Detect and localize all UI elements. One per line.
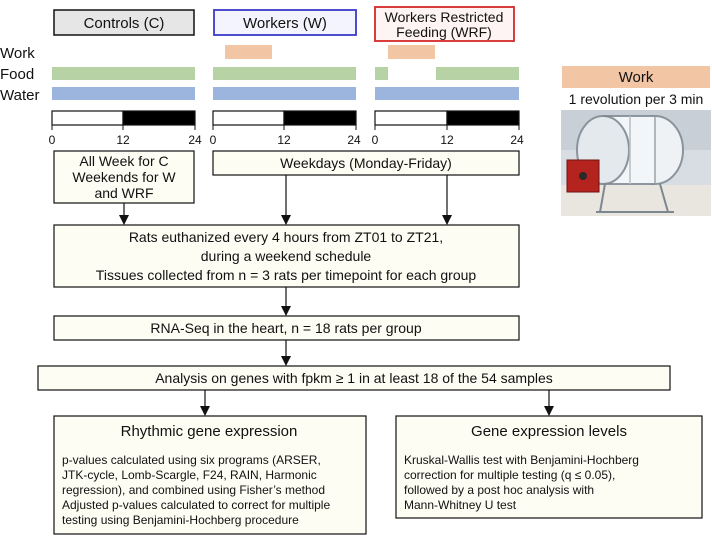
weekdays-schedule-box: Weekdays (Monday-Friday) (212, 150, 520, 176)
workers-light-phase (212, 110, 285, 126)
controls-group-header: Controls (C) (53, 9, 195, 36)
controls-food-bar (52, 67, 195, 80)
wrf-header-label-line1: Workers Restricted (385, 9, 504, 25)
euthanasia-line1: Rats euthanized every 4 hours from ZT01 … (129, 229, 443, 245)
wrf-group-header: Workers Restricted Feeding (WRF) (374, 6, 515, 42)
wrf-water-bar (375, 87, 519, 100)
rhythmic-line5: testing using Benjamini-Hochberg procedu… (62, 513, 299, 527)
rhythmic-line1: p-values calculated using six programs (… (62, 453, 321, 467)
wrf-light-phase (374, 110, 448, 126)
levels-title: Gene expression levels (471, 423, 627, 440)
work-photo-caption: 1 revolution per 3 min (569, 91, 704, 107)
work-photo-panel: Work 1 revolution per 3 min (561, 66, 711, 216)
workers-dark-phase (283, 110, 357, 126)
rnaseq-box: RNA-Seq in the heart, n = 18 rats per gr… (53, 315, 520, 341)
work-title-label: Work (619, 69, 654, 86)
wrf-dark-phase (446, 110, 520, 126)
wrf-food-bar-early (375, 67, 388, 80)
wrf-tick-label: 24 (510, 133, 524, 147)
wrf-food-bar-late (436, 67, 519, 80)
rhythmic-line2: JTK-cycle, Lomb-Scargle, F24, RAIN, Harm… (62, 468, 317, 482)
levels-line4: Mann-Whitney U test (404, 498, 517, 512)
work-title-bar (562, 66, 710, 88)
controls-dark-phase (122, 110, 196, 126)
rhythmic-title: Rhythmic gene expression (121, 423, 298, 440)
weekdays-label: Weekdays (Monday-Friday) (280, 155, 452, 171)
controls-tick-label: 12 (116, 133, 130, 147)
workers-food-bar (213, 67, 356, 80)
row-label-food: Food (0, 66, 34, 83)
expression-levels-box: Gene expression levels Kruskal-Wallis te… (395, 415, 703, 519)
wrf-work-bar (388, 45, 435, 59)
rhythmic-line3: regression), and combined using Fisher’s… (62, 483, 325, 497)
wrf-tick-label: 12 (440, 133, 454, 147)
all-week-schedule-box: All Week for C Weekends for W and WRF (53, 150, 195, 204)
controls-water-bar (52, 87, 195, 100)
levels-line3: followed by a post hoc analysis with (404, 483, 594, 497)
rnaseq-label: RNA-Seq in the heart, n = 18 rats per gr… (150, 320, 421, 336)
running-wheel-photo (561, 110, 711, 216)
workers-tick-label: 12 (277, 133, 291, 147)
workers-water-bar (213, 87, 356, 100)
rhythmic-line4: Adjusted p-values calculated to correct … (62, 498, 330, 512)
workers-schedule: 0 12 24 (210, 45, 361, 147)
workers-header-label: Workers (W) (243, 15, 327, 32)
workers-header-box (213, 9, 357, 36)
controls-light-phase (51, 110, 124, 126)
euthanasia-box: Rats euthanized every 4 hours from ZT01 … (53, 224, 520, 288)
controls-tick-label: 0 (49, 133, 56, 147)
euthanasia-line3: Tissues collected from n = 3 rats per ti… (96, 267, 477, 283)
controls-header-box (53, 9, 195, 36)
levels-line1: Kruskal-Wallis test with Benjamini-Hochb… (404, 453, 639, 467)
all-week-line1: All Week for C (79, 153, 168, 169)
wrf-header-box (374, 6, 515, 42)
workers-tick-label: 0 (210, 133, 217, 147)
rhythmic-expression-box: Rhythmic gene expression p-values calcul… (53, 415, 367, 535)
controls-tick-label: 24 (188, 133, 202, 147)
levels-line2: correction for multiple testing (q ≤ 0.0… (404, 468, 615, 482)
analysis-box: Analysis on genes with fpkm ≥ 1 in at le… (37, 365, 671, 391)
controls-header-label: Controls (C) (84, 15, 165, 32)
euthanasia-line2: during a weekend schedule (201, 248, 372, 264)
wrf-header-label-line2: Feeding (WRF) (396, 24, 492, 40)
wrf-schedule: 0 12 24 (372, 45, 524, 147)
all-week-line3: and WRF (94, 185, 153, 201)
controls-schedule: 0 12 24 (49, 67, 202, 147)
analysis-label: Analysis on genes with fpkm ≥ 1 in at le… (155, 370, 553, 386)
workers-work-bar (225, 45, 272, 59)
row-label-water: Water (0, 87, 39, 104)
workers-group-header: Workers (W) (213, 9, 357, 36)
row-label-work: Work (0, 45, 35, 62)
all-week-line2: Weekends for W (72, 169, 176, 185)
workers-tick-label: 24 (347, 133, 361, 147)
wrf-tick-label: 0 (372, 133, 379, 147)
